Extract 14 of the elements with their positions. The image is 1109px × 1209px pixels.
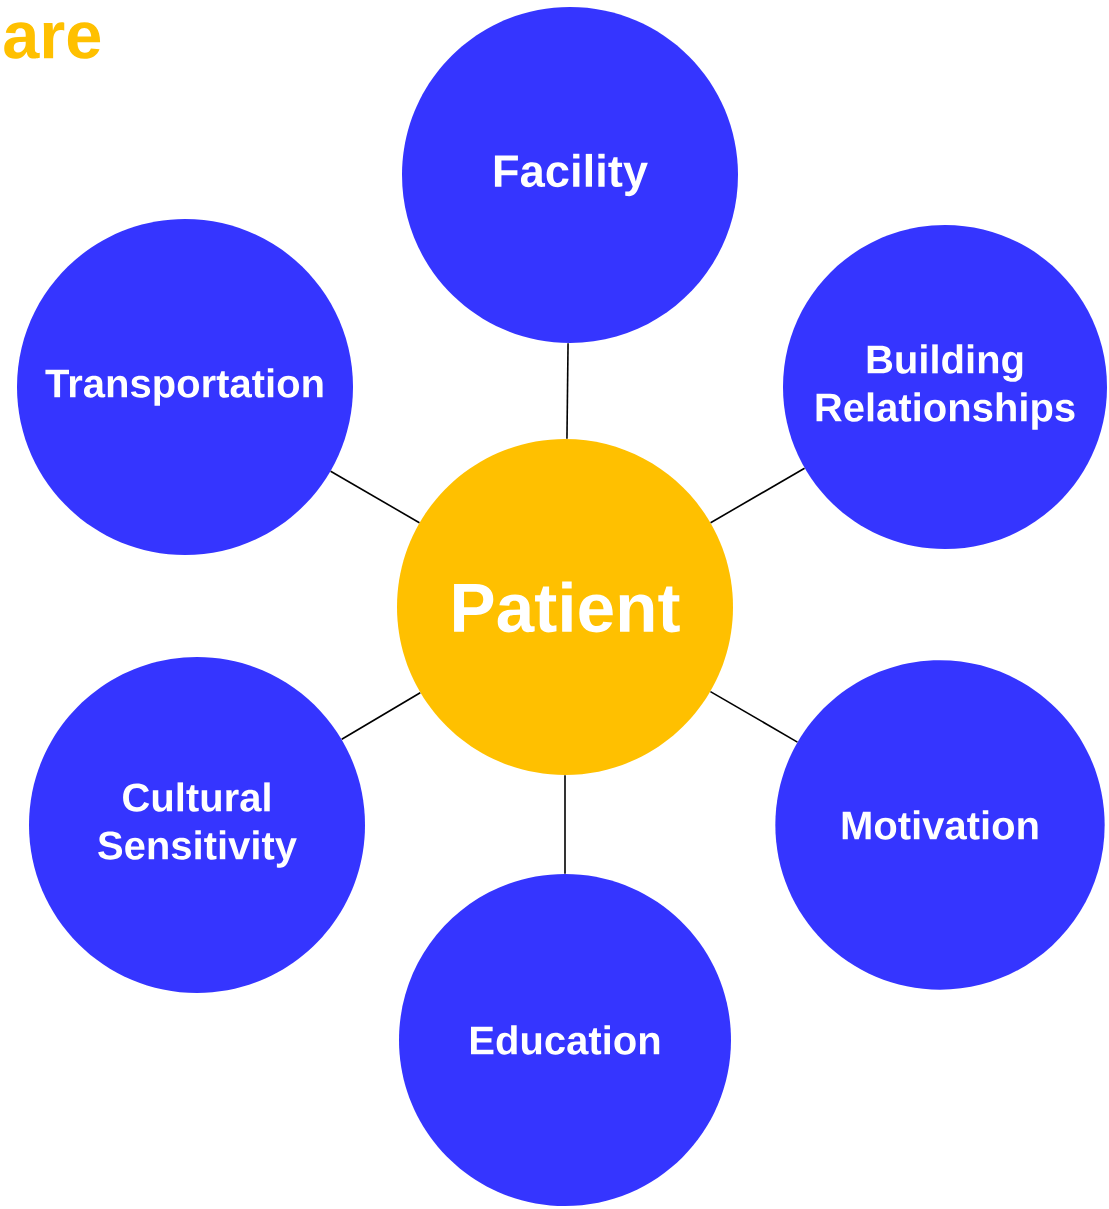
circle-node: Patient bbox=[397, 439, 733, 775]
circle-node: Education bbox=[399, 874, 731, 1206]
connector-line bbox=[709, 467, 806, 524]
connector-line bbox=[566, 342, 569, 440]
connector-line bbox=[329, 470, 421, 524]
circle-node: Cultural Sensitivity bbox=[29, 657, 365, 993]
circle-node: Facility bbox=[402, 7, 738, 343]
connector-line bbox=[709, 690, 799, 743]
connector-line bbox=[564, 774, 566, 875]
connector-line bbox=[340, 691, 422, 741]
circle-node: Motivation bbox=[775, 660, 1105, 990]
heading-text: are bbox=[4, 22, 101, 59]
circle-node: Transportation bbox=[17, 219, 353, 555]
circle-node: Building Relationships bbox=[783, 225, 1107, 549]
